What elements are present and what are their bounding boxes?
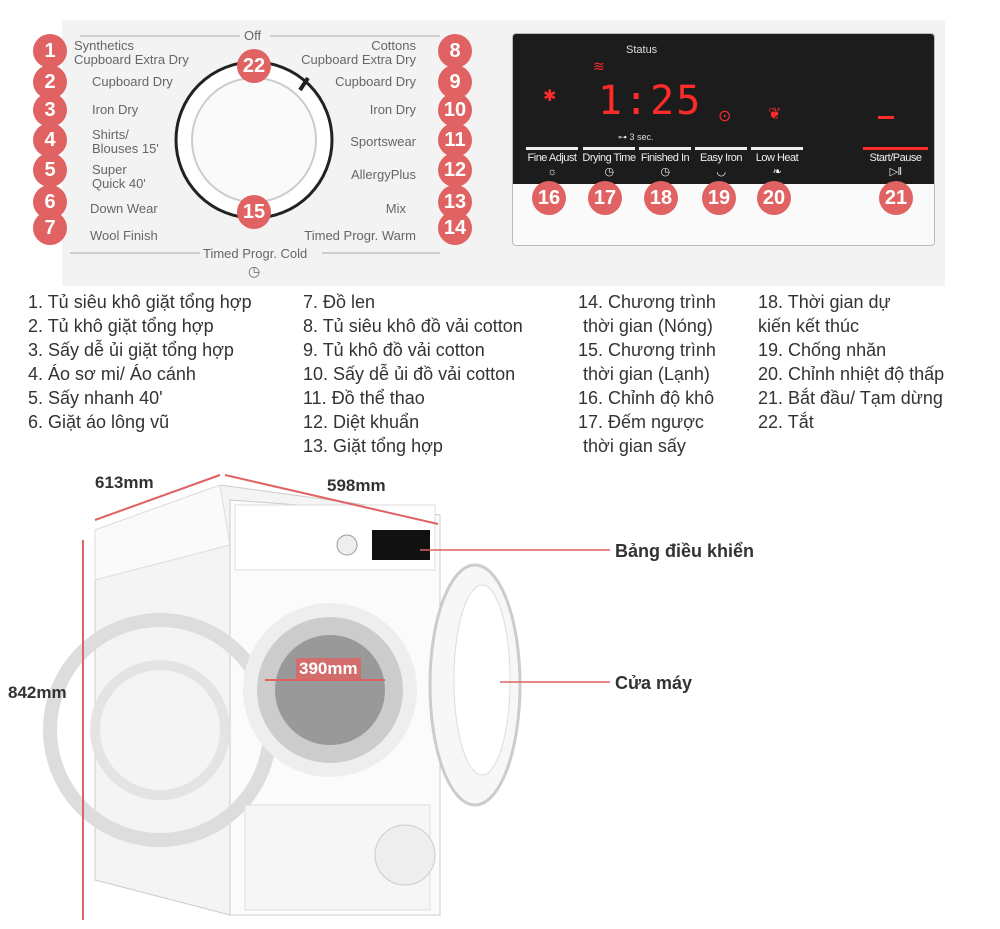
badge-13: 13: [438, 185, 472, 219]
start-pause-label: Start/Pause: [869, 152, 922, 164]
dial-option-shirts[interactable]: Shirts/ Blouses 15': [92, 127, 159, 156]
dial-option-timed-warm[interactable]: Timed Progr. Warm: [304, 228, 416, 243]
legend-item: thời gian (Lạnh): [578, 364, 710, 384]
easy-iron-label: Easy Iron: [700, 152, 742, 164]
dial-option-down-wear[interactable]: Down Wear: [90, 201, 158, 216]
dial-off-label: Off: [244, 28, 262, 43]
clock-icon: ◷: [604, 166, 614, 178]
drying-time-label: Drying Time: [582, 152, 636, 164]
legend-item: 15. Chương trình: [578, 340, 716, 360]
dryness-icon: ✱: [543, 88, 557, 105]
legend-item: 18. Thời gian dự: [758, 292, 891, 312]
legend-item: 7. Đồ len: [303, 292, 376, 312]
legend-item: 3. Sấy dễ ủi giặt tổng hợp: [28, 340, 234, 360]
badge-4: 4: [33, 123, 67, 157]
dial-option-sportswear[interactable]: Sportswear: [350, 134, 416, 149]
fine-adjust-label: Fine Adjust: [527, 152, 577, 164]
dial-option-iron-dry[interactable]: Iron Dry: [92, 102, 139, 117]
finished-in-label: Finished In: [640, 152, 690, 164]
low-heat-indicator-icon: ❦: [768, 106, 782, 123]
legend-item: kiến kết thúc: [758, 316, 860, 336]
dial-option-cupboard-dry[interactable]: Cupboard Dry: [92, 74, 173, 89]
door-callout: Cửa máy: [615, 673, 693, 693]
door-diameter-dimension: 390mm: [296, 658, 361, 680]
legend-column-2: 7. Đồ len 8. Tủ siêu khô đồ vải cotton 9. …: [303, 290, 523, 458]
badge-11: 11: [438, 123, 472, 157]
badge-21: 21: [879, 181, 913, 215]
child-lock-hint: ⊶ 3 sec.: [618, 132, 654, 142]
legend-item: 8. Tủ siêu khô đồ vải cotton: [303, 316, 523, 336]
control-panel-callout: Bảng điều khiển: [615, 541, 755, 561]
dial-option-allergyplus[interactable]: AllergyPlus: [350, 167, 416, 182]
dryer-illustration: [43, 474, 610, 920]
badge-7: 7: [33, 211, 67, 245]
legend-item: 12. Diệt khuẩn: [303, 412, 420, 432]
play-pause-icon: ▷‖: [889, 166, 902, 178]
legend-column-3: 14. Chương trình thời gian (Nóng) 15. Chư…: [578, 290, 716, 458]
legend-item: 22. Tắt: [758, 412, 814, 432]
dial-option-super-quick[interactable]: Super Quick 40': [92, 162, 146, 191]
start-indicator: [878, 116, 894, 119]
dial-option-mix[interactable]: Mix: [385, 201, 406, 216]
width-dimension: 598mm: [327, 476, 386, 495]
status-label: Status: [626, 44, 658, 56]
badge-20: 20: [757, 181, 791, 215]
legend-item: 11. Đồ thể thao: [303, 388, 425, 408]
badge-16: 16: [532, 181, 566, 215]
legend-item: 14. Chương trình: [578, 292, 716, 312]
dial-option-synthetics[interactable]: Synthetics Cupboard Extra Dry: [74, 38, 189, 67]
legend-item: 5. Sấy nhanh 40': [28, 388, 163, 408]
dial-option-wool-finish[interactable]: Wool Finish: [90, 228, 158, 243]
legend-item: 13. Giặt tổng hợp: [303, 436, 443, 456]
legend-column-4: 18. Thời gian dự kiến kết thúc 19. Chống n…: [758, 290, 944, 434]
time-readout: 1:25: [598, 78, 703, 124]
depth-dimension: 613mm: [95, 473, 154, 492]
heat-icon: ≋: [593, 58, 605, 74]
badge-22: 22: [237, 49, 271, 83]
legend-item: 6. Giặt áo lông vũ: [28, 412, 170, 432]
badge-3: 3: [33, 93, 67, 127]
legend-item: 19. Chống nhăn: [758, 340, 887, 360]
low-heat-label: Low Heat: [755, 152, 799, 164]
legend-item: thời gian sấy: [578, 436, 686, 456]
badge-19: 19: [702, 181, 736, 215]
badge-8: 8: [438, 34, 472, 68]
clock-icon: ◷: [660, 166, 670, 178]
badge-14: 14: [438, 211, 472, 245]
dial-option-cottons[interactable]: Cottons Cupboard Extra Dry: [301, 38, 416, 67]
legend-item: 1. Tủ siêu khô giặt tổng hợp: [28, 292, 252, 312]
legend-item: 10. Sấy dễ ủi đồ vải cotton: [303, 364, 516, 384]
legend-item: 4. Áo sơ mi/ Áo cánh: [28, 364, 196, 384]
badge-18: 18: [644, 181, 678, 215]
leaf-icon: ❧: [772, 166, 782, 178]
dial-option-cotton-cupboard-dry[interactable]: Cupboard Dry: [335, 74, 416, 89]
legend-item: thời gian (Nóng): [578, 316, 713, 336]
badge-5: 5: [33, 153, 67, 187]
legend-item: 16. Chỉnh độ khô: [578, 388, 715, 408]
clock-icon: ◷: [248, 263, 261, 279]
badge-1: 1: [33, 34, 67, 68]
height-dimension: 842mm: [8, 683, 67, 702]
dial-option-cotton-iron-dry[interactable]: Iron Dry: [369, 102, 416, 117]
legend-column-1: 1. Tủ siêu khô giặt tổng hợp 2. Tủ khô gi…: [28, 290, 252, 434]
badge-12: 12: [438, 153, 472, 187]
easy-iron-indicator-icon: ⊙: [718, 108, 732, 125]
dial-timed-cold-label: Timed Progr. Cold: [203, 246, 308, 261]
legend-item: 9. Tủ khô đồ vải cotton: [303, 340, 485, 360]
legend-item: 2. Tủ khô giặt tổng hợp: [28, 316, 214, 336]
badge-15: 15: [237, 195, 271, 229]
legend-item: 20. Chỉnh nhiệt độ thấp: [758, 364, 945, 384]
badge-17: 17: [588, 181, 622, 215]
iron-icon: ◡: [716, 166, 726, 178]
legend-item: 17. Đếm ngược: [578, 412, 704, 432]
sun-icon: ☼: [547, 166, 557, 178]
legend-item: 21. Bắt đầu/ Tạm dừng: [758, 388, 943, 408]
lock-hint-text: 3 sec.: [629, 132, 654, 142]
badge-10: 10: [438, 93, 472, 127]
